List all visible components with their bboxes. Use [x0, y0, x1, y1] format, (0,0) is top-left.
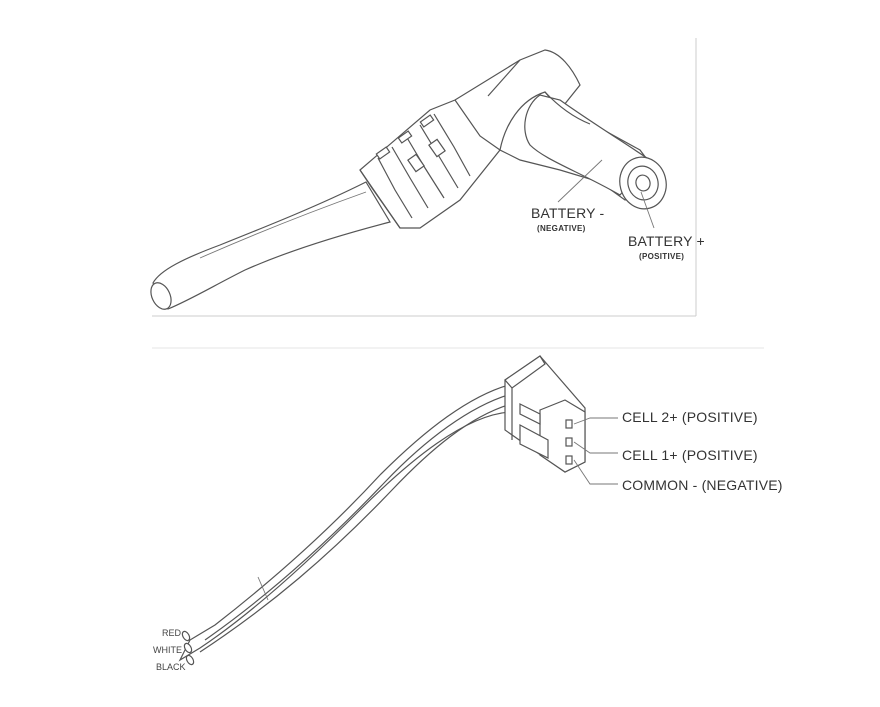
strain-relief — [359, 49, 581, 229]
wire-black-label: BLACK — [156, 662, 186, 672]
cell1-label: CELL 1+ (POSITIVE) — [622, 447, 758, 463]
battery-negative-sublabel: (NEGATIVE) — [537, 224, 586, 233]
cell2-label: CELL 2+ (POSITIVE) — [622, 409, 758, 425]
dc-cable — [150, 181, 391, 310]
balance-wires — [178, 383, 513, 666]
cell1-leader — [573, 441, 618, 454]
cell2-leader — [573, 417, 618, 425]
battery-positive-leader — [640, 191, 655, 229]
jst-housing — [504, 355, 586, 473]
common-leader — [573, 459, 618, 485]
battery-positive-label: BATTERY + — [628, 233, 705, 249]
wire-red-label: RED — [162, 628, 182, 638]
wire-white-label: WHITE — [153, 645, 182, 655]
plug-barrel — [499, 91, 667, 210]
battery-negative-label: BATTERY - — [531, 205, 605, 221]
common-label: COMMON - (NEGATIVE) — [622, 477, 783, 493]
battery-negative-leader — [557, 159, 603, 203]
battery-positive-sublabel: (POSITIVE) — [639, 252, 685, 261]
